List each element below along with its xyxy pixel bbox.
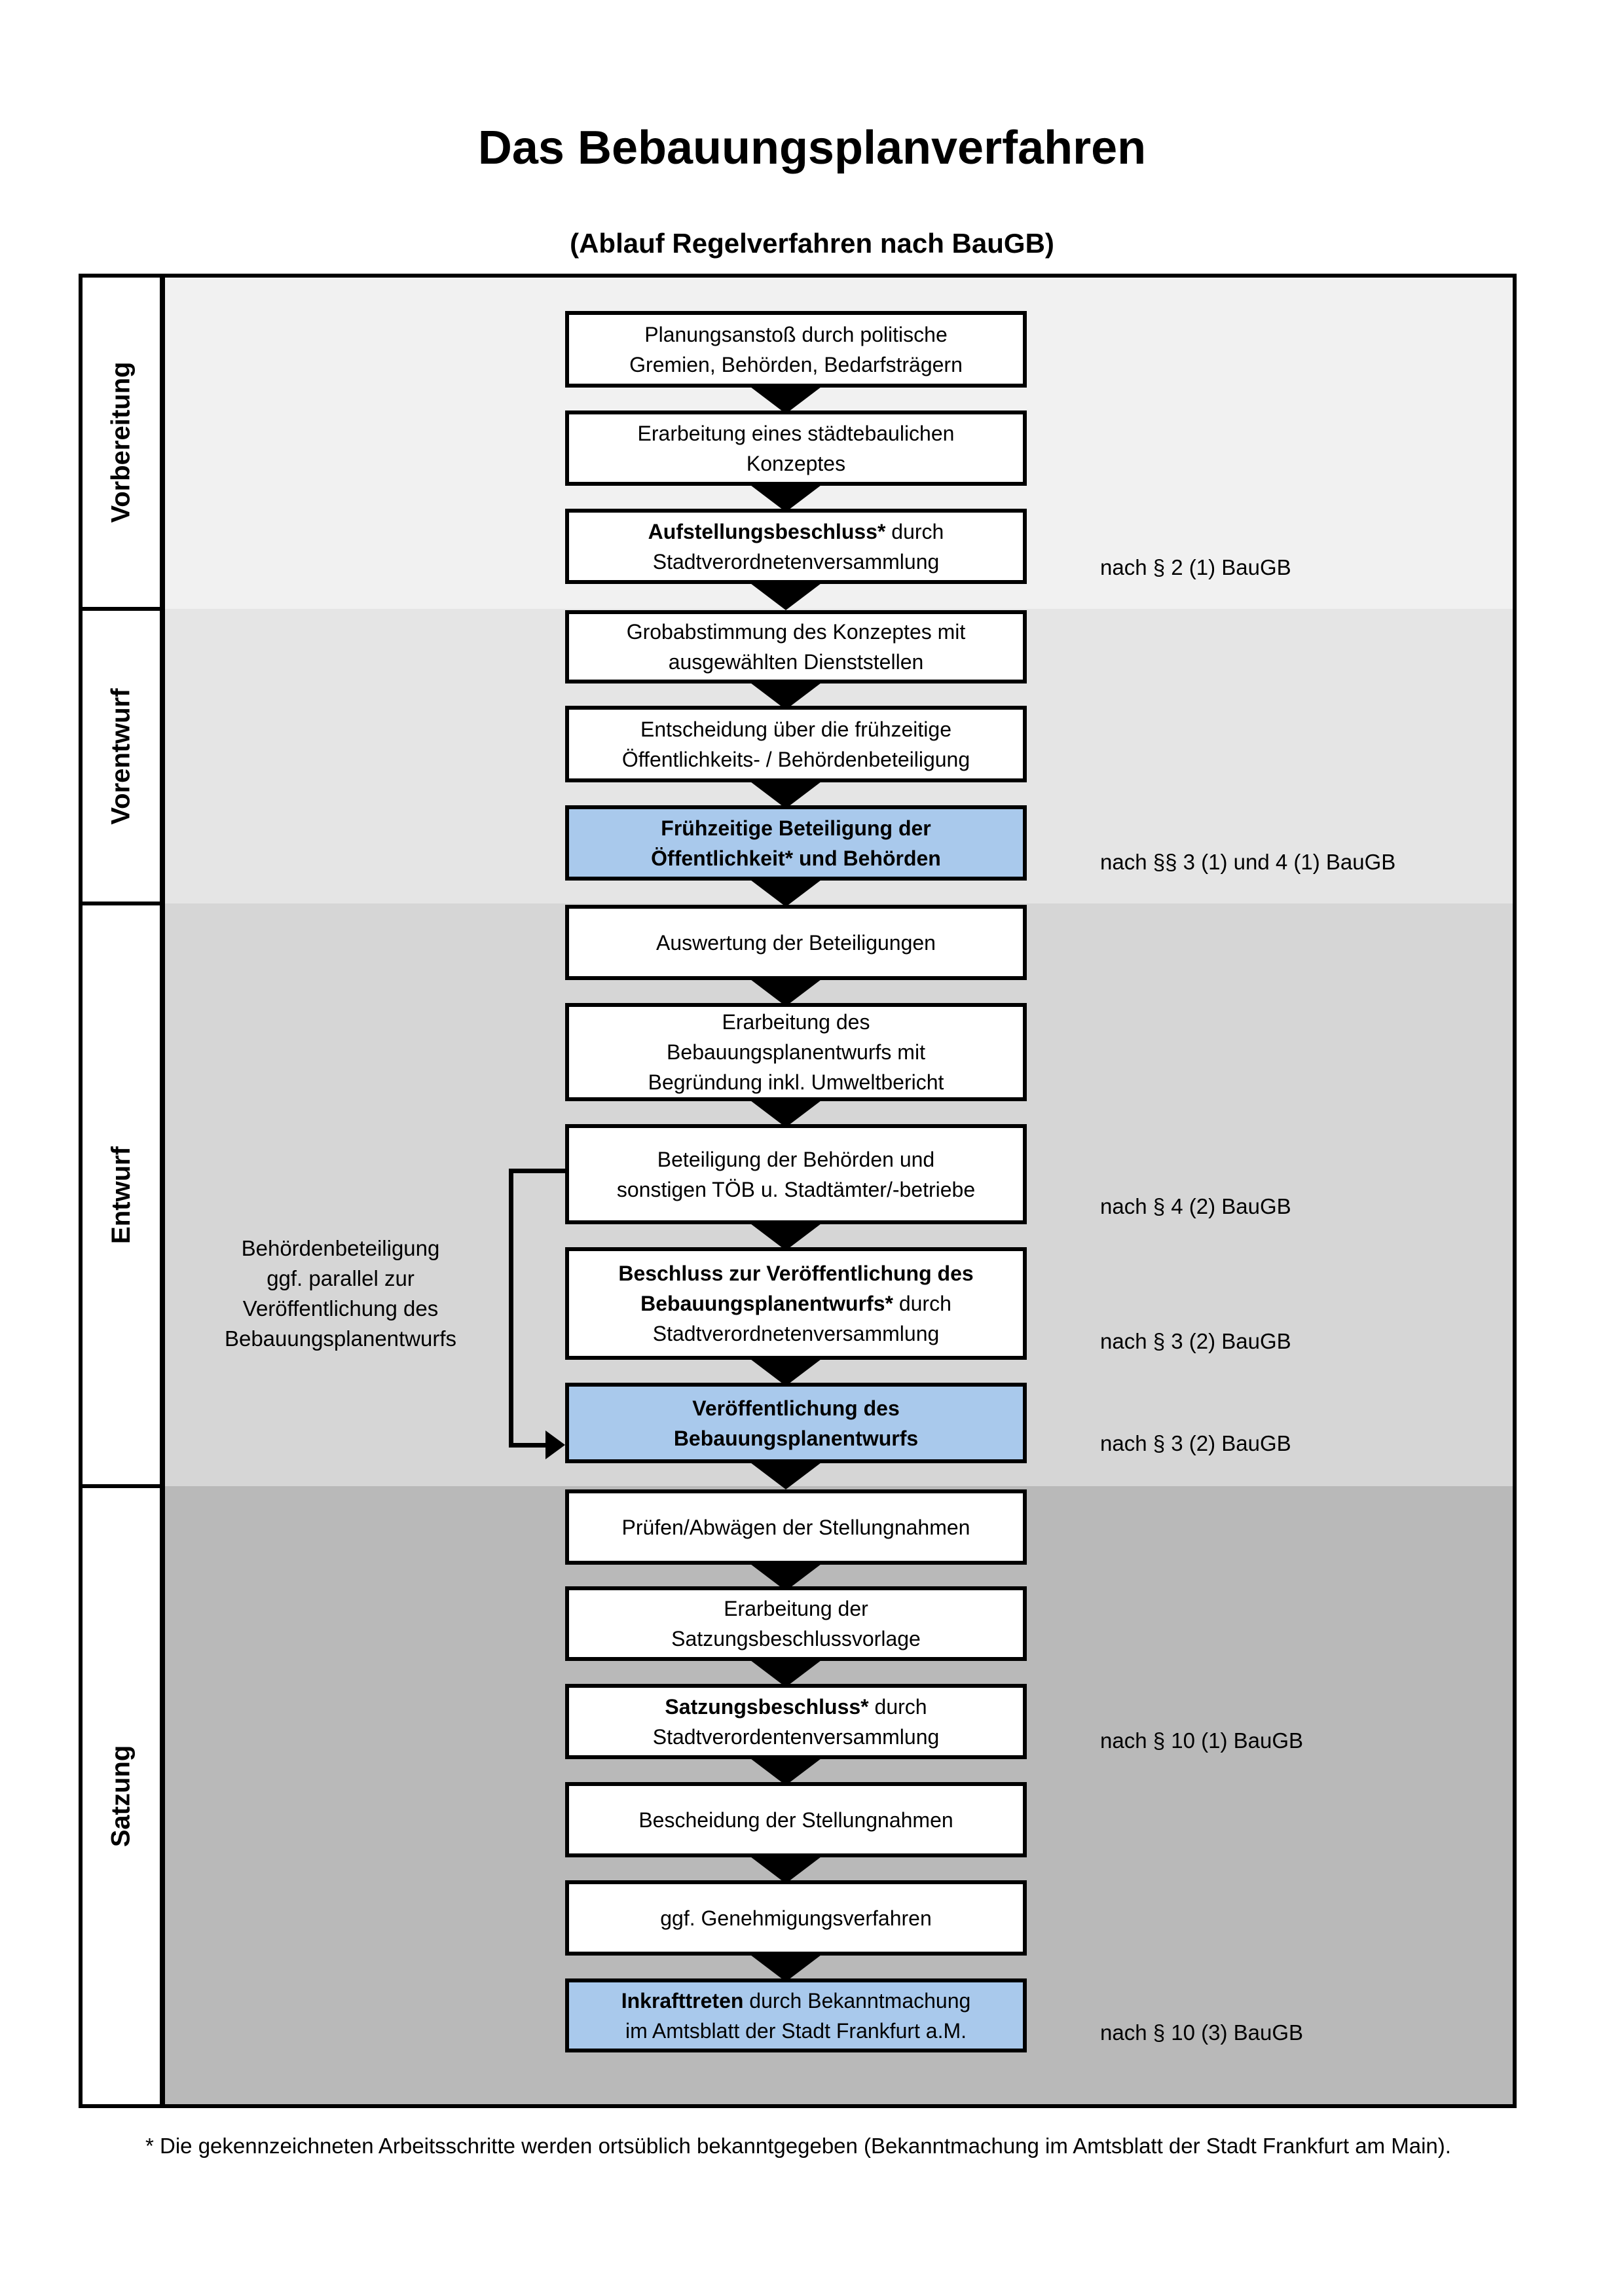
- flow-box-text: Aufstellungsbeschluss* durch Stadtverord…: [648, 519, 944, 574]
- bypass-connector-top: [509, 1169, 565, 1173]
- law-reference: nach § 10 (3) BauGB: [1100, 2020, 1304, 2045]
- flow-box-veroeffentlichung: Veröffentlichung des Bebauungsplanentwur…: [565, 1383, 1027, 1463]
- flow-box-behoerdenbeteiligung: Beteiligung der Behörden und sonstigen T…: [565, 1124, 1027, 1224]
- footnote: * Die gekennzeichneten Arbeitsschritte w…: [145, 2134, 1451, 2158]
- label-column-separator: [160, 278, 165, 2104]
- flow-arrow-down-icon: [748, 1562, 824, 1591]
- phase-separator: [83, 607, 165, 611]
- flow-box-inkrafttreten: Inkrafttreten durch Bekanntmachung im Am…: [565, 1978, 1027, 2052]
- flow-box-text: Planungsanstoß durch politische Gremien,…: [629, 322, 963, 376]
- bypass-connector-vertical: [509, 1169, 513, 1448]
- law-reference: nach § 10 (1) BauGB: [1100, 1728, 1304, 1753]
- flow-box-text: Bescheidung der Stellungnahmen: [638, 1808, 953, 1832]
- flow-box-text: Beschluss zur Veröffentlichung des Bebau…: [618, 1262, 974, 1345]
- flow-box-staedtebauliches-konzept: Erarbeitung eines städtebaulichen Konzep…: [565, 410, 1027, 486]
- flow-box-erarbeitung-entwurf: Erarbeitung des Bebauungsplanentwurfs mi…: [565, 1003, 1027, 1101]
- flow-box-text: Erarbeitung der Satzungsbeschlussvorlage: [671, 1597, 921, 1650]
- flow-box-satzungsbeschluss: Satzungsbeschluss* durch Stadtverordente…: [565, 1684, 1027, 1759]
- flow-arrow-down-icon: [748, 1757, 824, 1785]
- phase-label-entwurf: Entwurf: [83, 905, 160, 1484]
- flow-arrow-down-icon: [748, 1855, 824, 1884]
- flow-arrow-down-icon: [748, 483, 824, 512]
- flow-box-bescheidung: Bescheidung der Stellungnahmen: [565, 1782, 1027, 1857]
- law-reference: nach §§ 3 (1) und 4 (1) BauGB: [1100, 850, 1396, 874]
- side-note-behoerdenbeteiligung: Behördenbeteiligung ggf. parallel zur Ve…: [224, 1236, 457, 1351]
- flow-box-text: Inkrafttreten durch Bekanntmachung im Am…: [621, 1988, 971, 2043]
- flow-arrow-down-icon: [748, 385, 824, 414]
- flow-arrow-down-icon: [748, 878, 824, 907]
- bypass-arrowhead-icon: [545, 1430, 565, 1459]
- phase-separator: [83, 1484, 165, 1488]
- flow-box-auswertung: Auswertung der Beteiligungen: [565, 905, 1027, 980]
- flow-box-text: Beteiligung der Behörden und sonstigen T…: [616, 1147, 976, 1201]
- flow-box-text: Erarbeitung eines städtebaulichen Konzep…: [637, 421, 955, 475]
- flow-arrow-down-icon: [748, 1658, 824, 1687]
- phase-label-text: Vorentwurf: [106, 687, 136, 825]
- flow-arrow-down-icon: [748, 581, 824, 610]
- flow-arrow-down-icon: [748, 1222, 824, 1250]
- phase-label-text: Entwurf: [106, 1146, 136, 1244]
- law-reference: nach § 3 (2) BauGB: [1100, 1431, 1291, 1455]
- phase-label-text: Vorbereitung: [106, 361, 136, 523]
- law-reference: nach § 2 (1) BauGB: [1100, 555, 1291, 579]
- flow-arrow-down-icon: [748, 1357, 824, 1386]
- flow-box-grobabstimmung: Grobabstimmung des Konzeptes mit ausgewä…: [565, 610, 1027, 683]
- flow-arrow-down-icon: [748, 1953, 824, 1982]
- flow-box-text: ggf. Genehmigungsverfahren: [660, 1906, 932, 1930]
- flow-box-aufstellungsbeschluss: Aufstellungsbeschluss* durch Stadtverord…: [565, 509, 1027, 584]
- flow-box-satzungsbeschlussvorlage: Erarbeitung der Satzungsbeschlussvorlage: [565, 1586, 1027, 1661]
- phase-label-satzung: Satzung: [83, 1488, 160, 2104]
- phase-label-vorbereitung: Vorbereitung: [83, 278, 160, 607]
- flow-box-text: Erarbeitung des Bebauungsplanentwurfs mi…: [648, 1010, 944, 1094]
- flow-box-text: Entscheidung über die frühzeitige Öffent…: [621, 717, 970, 771]
- flow-box-text: Frühzeitige Beteiligung der Öffentlichke…: [651, 816, 941, 870]
- flow-box-fruehzeitige-beteiligung: Frühzeitige Beteiligung der Öffentlichke…: [565, 805, 1027, 881]
- flow-arrow-down-icon: [748, 1099, 824, 1127]
- page-subtitle: (Ablauf Regelverfahren nach BauGB): [570, 228, 1054, 259]
- phase-label-text: Satzung: [106, 1745, 136, 1848]
- flow-arrow-down-icon: [748, 780, 824, 809]
- law-reference: nach § 4 (2) BauGB: [1100, 1194, 1291, 1218]
- phase-label-vorentwurf: Vorentwurf: [83, 611, 160, 902]
- flow-box-planungsanstoss: Planungsanstoß durch politische Gremien,…: [565, 311, 1027, 388]
- flow-box-pruefen-abwaegen: Prüfen/Abwägen der Stellungnahmen: [565, 1489, 1027, 1565]
- flow-arrow-down-icon: [748, 681, 824, 710]
- flow-box-veroeffentlichungsbeschluss: Beschluss zur Veröffentlichung des Bebau…: [565, 1247, 1027, 1360]
- flow-box-text: Auswertung der Beteiligungen: [656, 930, 936, 955]
- flow-arrow-down-icon: [748, 977, 824, 1006]
- flow-box-text: Veröffentlichung des Bebauungsplanentwur…: [673, 1396, 919, 1450]
- law-reference: nach § 3 (2) BauGB: [1100, 1329, 1291, 1353]
- flow-arrow-down-icon: [748, 1461, 824, 1489]
- flow-box-text: Grobabstimmung des Konzeptes mit ausgewä…: [626, 620, 966, 674]
- flow-box-entscheidung-beteiligung: Entscheidung über die frühzeitige Öffent…: [565, 706, 1027, 782]
- bypass-connector-bottom: [509, 1443, 548, 1448]
- flow-box-genehmigungsverfahren: ggf. Genehmigungsverfahren: [565, 1880, 1027, 1956]
- flow-box-text: Satzungsbeschluss* durch Stadtverordente…: [652, 1694, 940, 1749]
- page-title: Das Bebauungsplanverfahren: [477, 122, 1147, 174]
- phase-separator: [83, 902, 165, 905]
- flow-box-text: Prüfen/Abwägen der Stellungnahmen: [621, 1515, 970, 1539]
